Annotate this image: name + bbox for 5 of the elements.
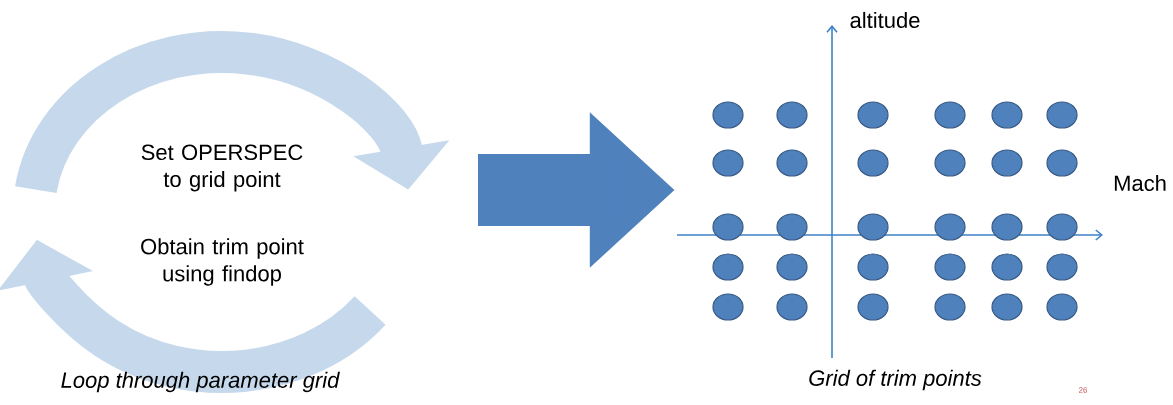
page-number: 26	[1078, 387, 1088, 393]
step-text: Obtain trim point using findop	[141, 238, 304, 286]
axis-label: altitude	[850, 11, 920, 29]
caption: Loop through parameter grid	[61, 371, 340, 393]
step-text: Set OPERSPEC to grid point	[141, 144, 303, 192]
